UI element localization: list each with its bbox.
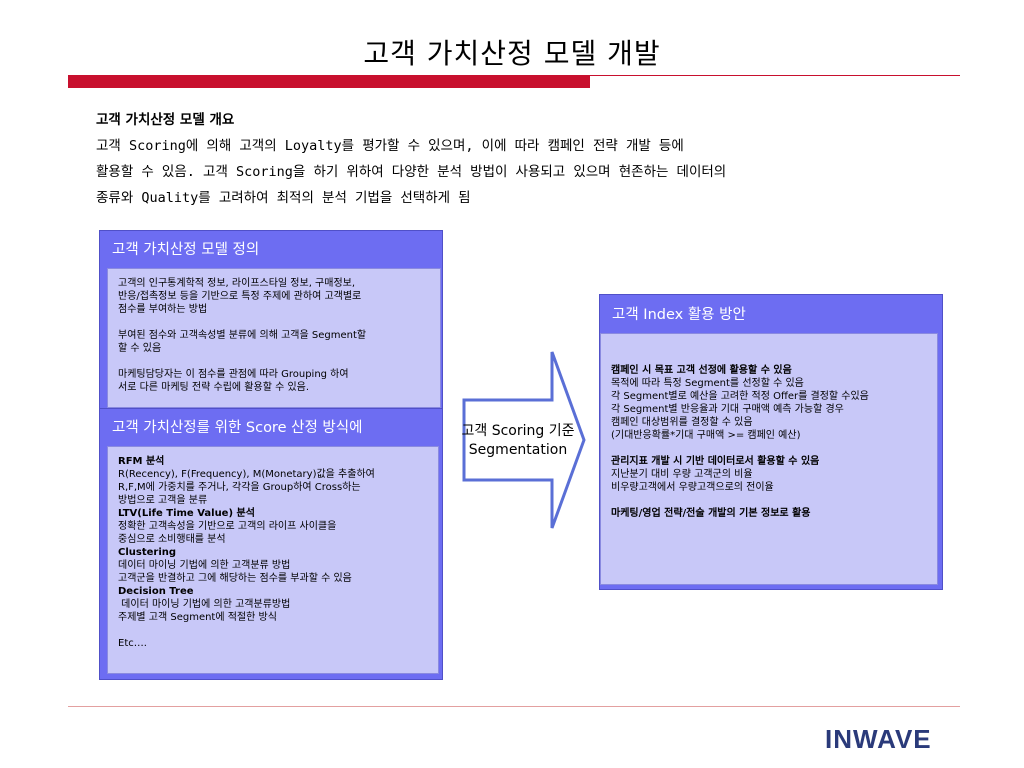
- arrow-label: 고객 Scoring 기준 Segmentation: [438, 422, 598, 460]
- arrow-label-line2: Segmentation: [468, 442, 568, 458]
- overview-section: 고객 가치산정 모델 개요 고객 Scoring에 의해 고객의 Loyalty…: [96, 107, 956, 211]
- usage-text: 각 Segment별 반응율과 기대 구매액 예측 가능할 경우: [611, 404, 844, 415]
- overview-line: 활용할 수 있음. 고객 Scoring을 하기 위하여 다양한 분석 방법이 …: [96, 164, 727, 180]
- definition-text: 할 수 있음: [118, 343, 162, 354]
- usage-text: 각 Segment별로 예산을 고려한 적정 Offer를 결정할 수있음: [611, 391, 869, 402]
- method-text: 주제별 고객 Segment에 적절한 방식: [118, 612, 277, 623]
- method-text: 데이터 마이닝 기법에 의한 고객분류방법: [118, 599, 291, 610]
- method-etc: Etc….: [118, 638, 147, 649]
- method-heading-ltv: LTV(Life Time Value) 분석: [118, 508, 255, 519]
- arrow-label-line1: 고객 Scoring 기준: [461, 423, 575, 439]
- footer-rule: [68, 706, 960, 707]
- definition-text: 고객의 인구통계학적 정보, 라이프스타일 정보, 구매정보,: [118, 278, 356, 289]
- definition-text: 마케팅담당자는 이 점수를 관점에 따라 Grouping 하여: [118, 369, 349, 380]
- definition-panel: 고객 가치산정 모델 정의 고객의 인구통계학적 정보, 라이프스타일 정보, …: [99, 230, 443, 410]
- index-usage-title: 고객 Index 활용 방안: [612, 306, 746, 323]
- index-usage-body: 캠페인 시 목표 고객 선정에 활용할 수 있음 목적에 따라 특정 Segme…: [600, 333, 938, 585]
- usage-text: 캠페인 대상범위를 결정할 수 있음: [611, 417, 753, 428]
- definition-text: 점수를 부여하는 방법: [118, 304, 208, 315]
- title-rule: [68, 75, 960, 76]
- method-heading-clustering: Clustering: [118, 547, 177, 558]
- definition-text: 서로 다른 마케팅 전략 수립에 활용할 수 있음.: [118, 382, 310, 393]
- title-accent-bar: [68, 76, 590, 88]
- page-title: 고객 가치산정 모델 개발: [363, 37, 661, 70]
- definition-body: 고객의 인구통계학적 정보, 라이프스타일 정보, 구매정보, 반응/접촉정보 …: [107, 268, 441, 408]
- definition-text: 부여된 점수와 고객속성별 분류에 의해 고객을 Segment할: [118, 330, 367, 341]
- method-text: 데이터 마이닝 기법에 의한 고객분류 방법: [118, 560, 291, 571]
- score-methods-title: 고객 가치산정를 위한 Score 산정 방식에: [112, 419, 363, 436]
- method-text: 방법으로 고객을 분류: [118, 495, 208, 506]
- method-text: 정확한 고객속성을 기반으로 고객의 라이프 사이클을: [118, 521, 337, 532]
- right-arrow-shape: [462, 351, 586, 529]
- overview-line: 고객 Scoring에 의해 고객의 Loyalty를 평가할 수 있으며, 이…: [96, 138, 684, 154]
- index-usage-panel: 고객 Index 활용 방안 캠페인 시 목표 고객 선정에 활용할 수 있음 …: [599, 294, 943, 590]
- usage-text: 지난분기 대비 우량 고객군의 비율: [611, 469, 753, 480]
- method-heading-rfm: RFM 분석: [118, 456, 165, 467]
- overview-line: 종류와 Quality를 고려하여 최적의 분석 기법을 선택하게 됨: [96, 190, 471, 206]
- usage-text: 목적에 따라 특정 Segment를 선정할 수 있음: [611, 378, 804, 389]
- method-text: 고객군을 반결하고 그에 해당하는 점수를 부과할 수 있음: [118, 573, 352, 584]
- score-methods-panel: 고객 가치산정를 위한 Score 산정 방식에 RFM 분석 R(Recenc…: [99, 408, 443, 680]
- method-text: 중심으로 소비행태를 분석: [118, 534, 226, 545]
- usage-heading: 마케팅/영업 전략/전술 개발의 기본 정보로 활용: [611, 508, 811, 519]
- overview-heading: 고객 가치산정 모델 개요: [96, 112, 235, 128]
- definition-title: 고객 가치산정 모델 정의: [112, 241, 260, 258]
- usage-text: 비우량고객에서 우량고객으로의 전이율: [611, 482, 774, 493]
- definition-text: 반응/접촉정보 등을 기반으로 특정 주제에 관하여 고객별로: [118, 291, 362, 302]
- method-text: R,F,M에 가중치를 주거나, 각각을 Group하여 Cross하는: [118, 482, 361, 493]
- usage-heading: 관리지표 개발 시 기반 데이터로서 활용할 수 있음: [611, 456, 820, 467]
- method-heading-decision-tree: Decision Tree: [118, 586, 194, 597]
- usage-heading: 캠페인 시 목표 고객 선정에 활용할 수 있음: [611, 365, 792, 376]
- method-text: R(Recency), F(Frequency), M(Monetary)값을 …: [118, 469, 375, 480]
- usage-text: (기대반응확률*기대 구매액 >= 캠페인 예산): [611, 430, 801, 441]
- score-methods-body: RFM 분석 R(Recency), F(Frequency), M(Monet…: [107, 446, 439, 674]
- inwave-logo: INWAVE: [825, 724, 932, 754]
